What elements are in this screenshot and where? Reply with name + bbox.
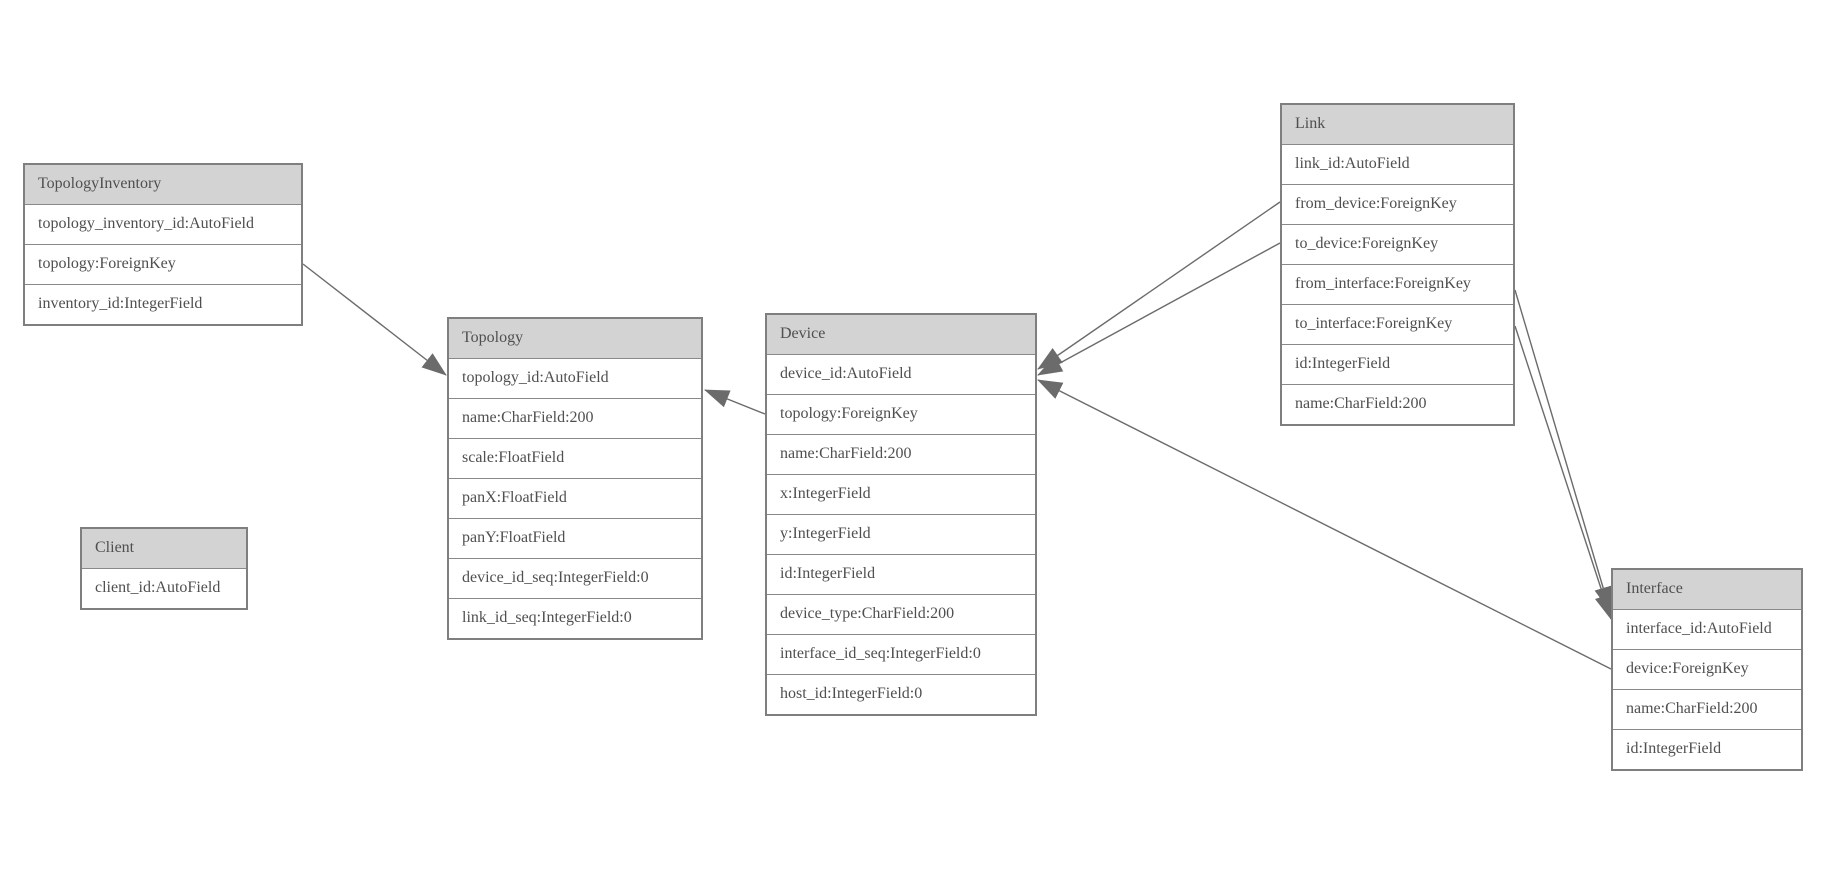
entity-field-row: id:IntegerField [1282,344,1513,384]
entity-field-row: y:IntegerField [767,514,1035,554]
entity-title-device: Device [767,315,1035,354]
entity-title-topology: Topology [449,319,701,358]
entity-field-row: topology_id:AutoField [449,358,701,398]
entity-field-row: from_device:ForeignKey [1282,184,1513,224]
entity-field-row: link_id_seq:IntegerField:0 [449,598,701,638]
entity-field-row: to_interface:ForeignKey [1282,304,1513,344]
entity-title-interface: Interface [1613,570,1801,609]
entity-field-row: interface_id_seq:IntegerField:0 [767,634,1035,674]
entity-field-row: from_interface:ForeignKey [1282,264,1513,304]
edge-interface-device-to-device [1037,379,1612,670]
edge-link-from_interface-to-interface [1514,289,1612,612]
entity-field-row: name:CharField:200 [767,434,1035,474]
entity-field-row: x:IntegerField [767,474,1035,514]
entity-field-row: device:ForeignKey [1613,649,1801,689]
entity-field-row: panX:FloatField [449,478,701,518]
entity-field-row: client_id:AutoField [82,568,246,608]
entity-field-row: host_id:IntegerField:0 [767,674,1035,714]
entity-field-row: device_id:AutoField [767,354,1035,394]
entity-title-topology-inventory: TopologyInventory [25,165,301,204]
entity-field-row: link_id:AutoField [1282,144,1513,184]
entity-field-row: scale:FloatField [449,438,701,478]
edge-topologyinventory-topology-to-topology [302,263,447,376]
entity-field-row: inventory_id:IntegerField [25,284,301,324]
entity-field-row: id:IntegerField [1613,729,1801,769]
edge-link-to_interface-to-interface [1514,325,1613,620]
entity-field-row: panY:FloatField [449,518,701,558]
entity-field-row: topology:ForeignKey [25,244,301,284]
entity-field-row: interface_id:AutoField [1613,609,1801,649]
entity-field-row: topology:ForeignKey [767,394,1035,434]
entity-field-row: name:CharField:200 [1282,384,1513,424]
edge-link-to_device-to-device [1037,242,1281,376]
entity-field-row: name:CharField:200 [1613,689,1801,729]
entity-field-row: topology_inventory_id:AutoField [25,204,301,244]
entity-field-row: id:IntegerField [767,554,1035,594]
entity-field-row: device_type:CharField:200 [767,594,1035,634]
entity-field-row: name:CharField:200 [449,398,701,438]
edge-device-topology-to-topology [704,389,766,415]
entity-field-row: device_id_seq:IntegerField:0 [449,558,701,598]
entity-title-link: Link [1282,105,1513,144]
entity-title-client: Client [82,529,246,568]
entity-field-row: to_device:ForeignKey [1282,224,1513,264]
edge-link-from_device-to-device [1037,201,1281,370]
